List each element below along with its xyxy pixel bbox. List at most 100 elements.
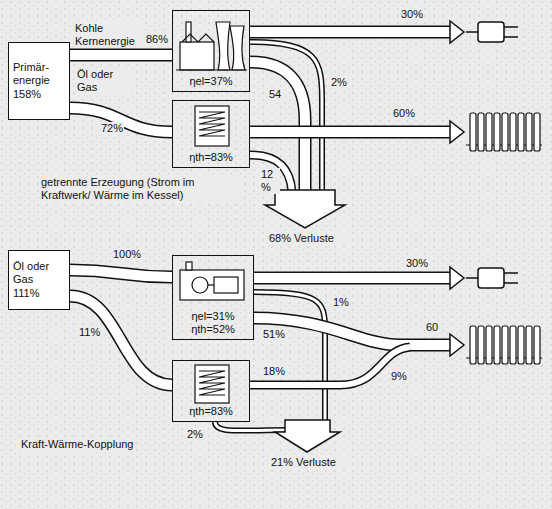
flow-percentage: 72% [100, 122, 124, 135]
radiator-fin [494, 326, 500, 364]
band-fill [254, 318, 451, 345]
flow-label: 60 [425, 321, 439, 334]
band-fill [70, 50, 172, 60]
flow-label: 21% Verluste [270, 456, 352, 469]
band-outline [254, 292, 325, 422]
band-outline [250, 26, 451, 39]
plug-icon [466, 22, 518, 42]
flow-label: getrennte Erzeugung (Strom im Kraftwerk/… [40, 176, 242, 202]
radiator-fin [534, 113, 540, 151]
node-text: ηel=37% [189, 75, 232, 88]
flow-label: 68% Verluste [268, 232, 350, 245]
band-fill [254, 273, 451, 283]
boiler-icon [195, 106, 229, 146]
radiator-fin [518, 326, 524, 364]
flow-label: 60% [392, 107, 416, 120]
energy-band [250, 32, 451, 33]
flow-connector [70, 270, 172, 277]
source-box: Primär- energie158% [8, 42, 70, 120]
band-outline [254, 272, 451, 285]
band-outline [70, 270, 172, 277]
flow-label: 2% [330, 76, 348, 89]
source-box: Öl oder Gas111% [8, 250, 70, 310]
band-fill [250, 127, 451, 137]
flow-label: 51% [262, 328, 286, 341]
flow-label: 18% [262, 365, 286, 378]
plant-box: ηel=37% [172, 10, 250, 92]
node-text: 158% [13, 88, 41, 101]
band-fill [254, 292, 325, 422]
node-text: ηel=31% [191, 310, 234, 323]
energy-band [254, 292, 325, 422]
flow-label: Kraft-Wärme-Kopplung [20, 438, 135, 451]
band-outline [215, 422, 287, 431]
band-outline [250, 347, 410, 385]
radiator-fin [478, 113, 484, 151]
flow-label: 2% [186, 428, 204, 441]
radiator-fin [478, 326, 484, 364]
arrow-head [450, 334, 464, 356]
flow-percentage: 100% [112, 248, 142, 261]
radiator-fin [502, 113, 508, 151]
arrow-head [450, 21, 464, 43]
radiator-fin [494, 113, 500, 151]
radiator-fin [526, 326, 532, 364]
flow-percentage: 86% [145, 33, 169, 46]
node-text: ηth=83% [189, 151, 233, 164]
radiator-fin [470, 326, 476, 364]
plant-box: ηel=31%ηth=52% [172, 255, 254, 340]
flow-label: 12 % [260, 168, 280, 194]
band-fill [215, 422, 287, 431]
plug-icon [466, 268, 518, 288]
plant-box: ηth=83% [172, 360, 250, 422]
radiator-fin [502, 326, 508, 364]
power-plant-icon [176, 22, 247, 70]
node-text: ηth=52% [191, 323, 235, 336]
energy-band [254, 318, 451, 345]
loss-arrow [275, 420, 340, 452]
radiator-fin [470, 113, 476, 151]
band-outline [250, 126, 451, 139]
band-outline [70, 49, 172, 62]
node-text: ηth=83% [189, 405, 233, 418]
band-fill [250, 347, 410, 385]
loss-arrow [265, 190, 345, 228]
node-text: Primär- energie [13, 61, 65, 87]
flow-connector [70, 296, 172, 385]
band-outline [70, 296, 172, 385]
flow-label: 30% [405, 257, 429, 270]
flow-label: Kohle Kernenergie [74, 22, 138, 48]
band-fill [70, 270, 172, 277]
band-fill [250, 27, 451, 37]
radiator-fin [486, 113, 492, 151]
radiator-icon [466, 326, 542, 364]
chp-plant-icon [180, 262, 244, 300]
arrow-head [450, 267, 464, 289]
radiator-fin [510, 326, 516, 364]
energy-band [250, 132, 451, 133]
radiator-fin [486, 326, 492, 364]
flow-label: 1% [332, 296, 350, 309]
band-fill [70, 296, 172, 385]
radiator-fin [510, 113, 516, 151]
radiator-fin [518, 113, 524, 151]
band-outline [254, 318, 451, 345]
node-text: Öl oder Gas [13, 260, 65, 286]
flow-label: 9% [390, 370, 408, 383]
plant-box: ηth=83% [172, 100, 250, 168]
arrow-head [450, 121, 464, 143]
flow-connector [70, 55, 172, 56]
radiator-fin [534, 326, 540, 364]
radiator-fin [526, 113, 532, 151]
flow-label: Öl oder Gas [76, 68, 130, 94]
energy-band [215, 422, 287, 431]
boiler-icon [195, 365, 229, 403]
node-text: 111% [13, 287, 40, 300]
energy-band [254, 278, 451, 279]
energy-band [250, 347, 410, 385]
radiator-icon [466, 113, 542, 151]
flow-label: 30% [400, 8, 424, 21]
flow-label: 54 [268, 88, 282, 101]
flow-percentage: 11% [78, 326, 101, 339]
